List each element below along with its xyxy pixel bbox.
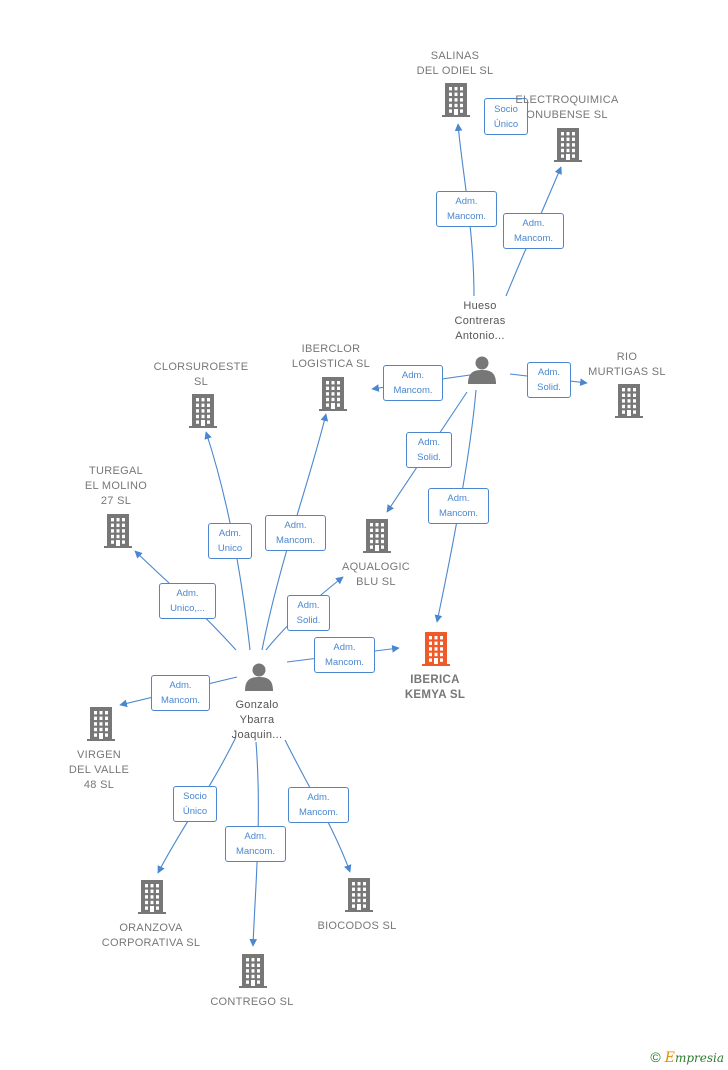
node-label-biocodos[interactable]: BIOCODOS SL xyxy=(317,920,397,932)
node-label-oranzova[interactable]: ORANZOVA CORPORATIVA SL xyxy=(101,922,201,949)
edge-label-hueso-iberclor[interactable]: Adm. Mancom. xyxy=(383,365,443,401)
node-label-aqualogic[interactable]: AQUALOGIC BLU SL xyxy=(341,561,411,588)
building-icon-virgen[interactable] xyxy=(87,707,115,741)
building-icon-biocodos[interactable] xyxy=(345,878,373,912)
edge-label-gonzalo-biocodos[interactable]: Adm. Mancom. xyxy=(288,787,349,823)
node-label-hueso[interactable]: Hueso Contreras Antonio... xyxy=(454,300,506,342)
edge-label-gonzalo-turegal[interactable]: Adm. Unico,... xyxy=(159,583,216,619)
brand-name: mpresia xyxy=(674,1051,724,1065)
copyright-symbol: © xyxy=(650,1049,661,1065)
brand-footer: ©Empresia xyxy=(650,1049,724,1066)
node-label-clorsuroeste[interactable]: CLORSUROESTE SL xyxy=(153,361,249,388)
edge-label-gonzalo-virgen[interactable]: Adm. Mancom. xyxy=(151,675,210,711)
building-icon-oranzova[interactable] xyxy=(138,880,166,914)
building-icon-turegal[interactable] xyxy=(104,514,132,548)
node-label-iberica[interactable]: IBERICA KEMYA SL xyxy=(404,674,466,701)
building-icon-rio[interactable] xyxy=(615,384,643,418)
person-icon-hueso[interactable] xyxy=(468,356,496,385)
building-icon-iberclor[interactable] xyxy=(319,377,347,411)
edge-label-salinas-electroquimica[interactable]: Socio Único xyxy=(484,98,528,135)
edge-label-gonzalo-aqualogic[interactable]: Adm. Solid. xyxy=(287,595,330,631)
edge-label-hueso-salinas[interactable]: Adm. Mancom. xyxy=(436,191,497,227)
edge-label-hueso-electroquimica[interactable]: Adm. Mancom. xyxy=(503,213,564,249)
node-label-turegal[interactable]: TUREGAL EL MOLINO 27 SL xyxy=(84,465,148,507)
building-icon-salinas[interactable] xyxy=(442,83,470,117)
node-label-virgen[interactable]: VIRGEN DEL VALLE 48 SL xyxy=(68,749,130,791)
brand-initial: E xyxy=(664,1050,675,1066)
edge-label-hueso-iberica[interactable]: Adm. Mancom. xyxy=(428,488,489,524)
node-label-iberclor[interactable]: IBERCLOR LOGISTICA SL xyxy=(291,343,371,370)
building-icon-iberica[interactable] xyxy=(422,632,450,666)
building-icon-clorsuroeste[interactable] xyxy=(189,394,217,428)
edge-label-gonzalo-contrego[interactable]: Adm. Mancom. xyxy=(225,826,286,862)
edge-label-gonzalo-iberclor[interactable]: Adm. Mancom. xyxy=(265,515,326,551)
node-label-rio[interactable]: RIO MURTIGAS SL xyxy=(588,351,666,378)
building-icon-contrego[interactable] xyxy=(239,954,267,988)
edge-label-gonzalo-iberica[interactable]: Adm. Mancom. xyxy=(314,637,375,673)
node-label-contrego[interactable]: CONTREGO SL xyxy=(210,996,294,1008)
person-icon-gonzalo[interactable] xyxy=(245,663,273,692)
edge-label-gonzalo-oranzova[interactable]: Socio Único xyxy=(173,786,217,822)
building-icon-aqualogic[interactable] xyxy=(363,519,391,553)
node-label-salinas[interactable]: SALINAS DEL ODIEL SL xyxy=(416,50,494,77)
edge-label-hueso-aqualogic[interactable]: Adm. Solid. xyxy=(406,432,452,468)
edge-label-gonzalo-clorsuroeste[interactable]: Adm. Unico xyxy=(208,523,252,559)
node-label-electroquimica[interactable]: ELECTROQUIMICA ONUBENSE SL xyxy=(515,94,619,121)
node-label-gonzalo[interactable]: Gonzalo Ybarra Joaquin... xyxy=(231,699,283,741)
edge-label-hueso-rio[interactable]: Adm. Solid. xyxy=(527,362,571,398)
building-icon-electroquimica[interactable] xyxy=(554,128,582,162)
